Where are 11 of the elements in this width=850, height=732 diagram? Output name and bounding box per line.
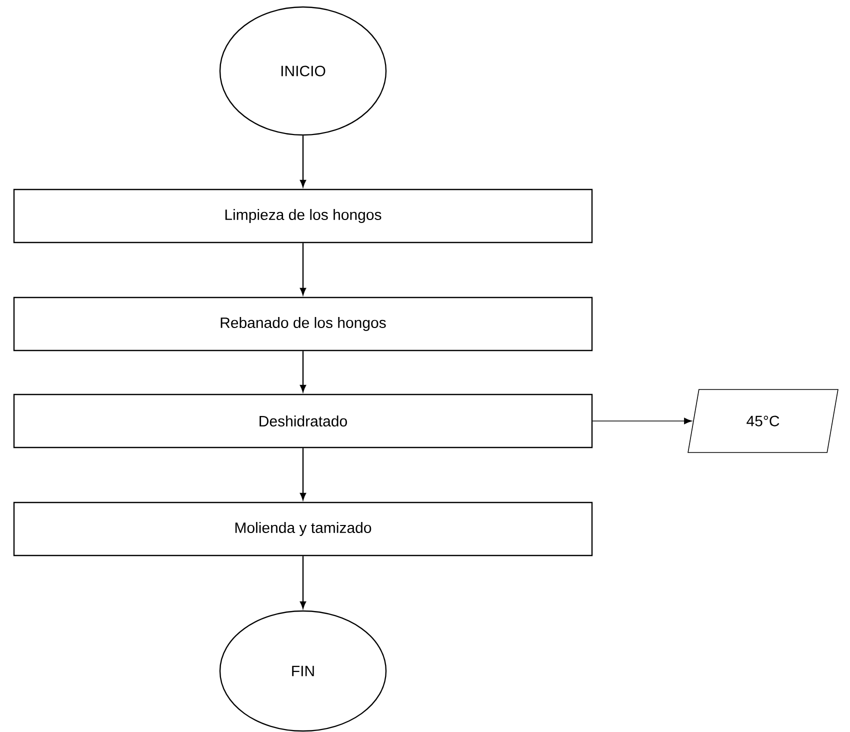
- process-box: Limpieza de los hongos: [13, 188, 593, 244]
- arrow: [592, 418, 692, 424]
- arrow: [300, 136, 306, 188]
- arrow: [300, 351, 306, 392]
- process-box: Deshidratado: [13, 394, 593, 448]
- arrow: [300, 243, 306, 296]
- process-box: Molienda y tamizado: [13, 502, 593, 556]
- arrow: [300, 448, 306, 500]
- process-box: Rebanado de los hongos: [13, 296, 593, 352]
- arrow: [300, 556, 306, 609]
- data-parallelogram: 45°C: [688, 389, 838, 453]
